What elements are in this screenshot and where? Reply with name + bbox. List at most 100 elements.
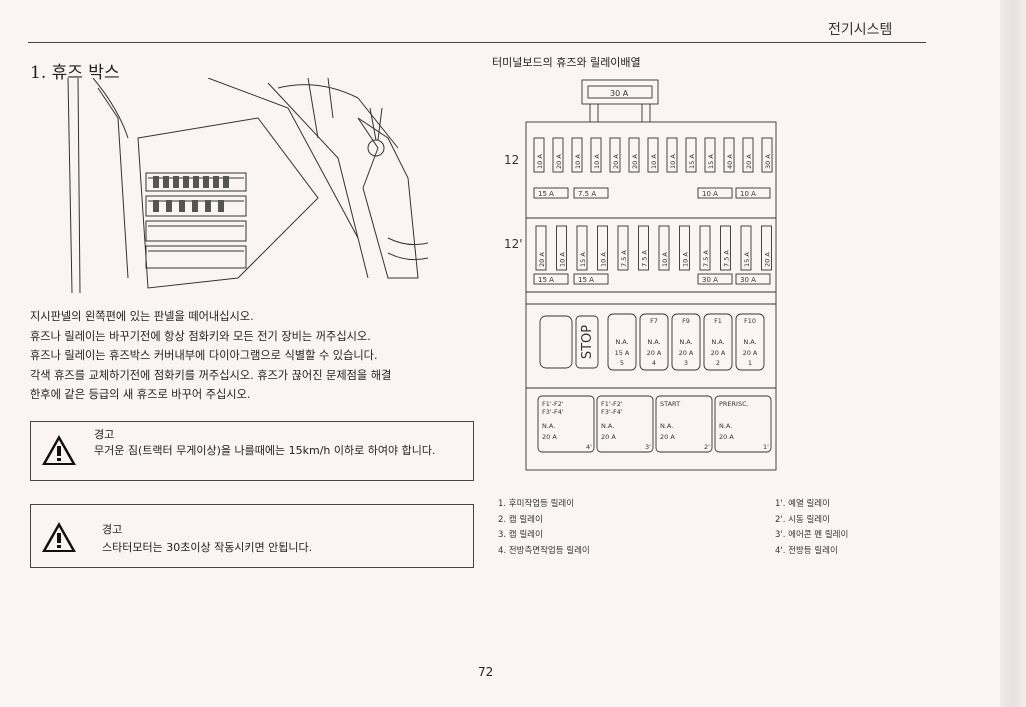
relay-upper-mid: N.A. <box>615 338 628 346</box>
instruction-line: 각색 휴즈를 교체하기전에 점화키를 꺼주십시오. 휴즈가 끊어진 문제점을 해… <box>30 368 392 382</box>
row2-fuse-label: 20 A <box>764 252 772 267</box>
relay-lower-val: 20 A <box>542 433 557 441</box>
relay-upper <box>735 313 765 371</box>
relay-lower-top2: F3'-F4' <box>601 408 623 416</box>
relay-lower-top: F1'-F2' <box>601 400 623 408</box>
relay-lower-top: START <box>660 400 680 408</box>
relay-lower-num: 4' <box>586 443 592 451</box>
relay-upper-num: 4 <box>652 359 656 367</box>
row2-fuse <box>679 225 690 271</box>
relay-lower-top: PRERISC. <box>719 400 749 408</box>
row2-fuse-label: 10 A <box>682 252 690 267</box>
row1-fuse <box>685 137 697 173</box>
row2-fuse <box>597 225 608 271</box>
relay-upper-mid: N.A. <box>679 338 692 346</box>
relay-upper-top: F9 <box>682 317 690 325</box>
page-number: 72 <box>478 665 494 679</box>
relay-upper <box>703 313 733 371</box>
row1-label: 12 <box>504 153 519 167</box>
relay-lower-num: 2' <box>704 443 710 451</box>
relay-upper-num: 1 <box>748 359 752 367</box>
stop-label: STOP <box>580 325 595 359</box>
row2-fuse-label: 20 A <box>538 252 546 267</box>
row2-fuse <box>720 225 731 271</box>
relay-upper-num: 3 <box>684 359 688 367</box>
row2-fuse <box>576 225 588 271</box>
relay-lower-num: 1' <box>763 443 769 451</box>
relay-upper-num: 5 <box>620 359 624 367</box>
row2-fuse <box>699 225 711 271</box>
relay-lower-top: F1'-F2' <box>542 400 564 408</box>
row2-bottom-fuse-label: 15 A <box>538 276 554 284</box>
row1-fuse-label: 10 A <box>669 154 677 169</box>
row2-fuse-label: 10 A <box>661 252 669 267</box>
row1-fuse <box>647 137 659 173</box>
row1-bottom-fuse-label: 10 A <box>702 190 718 198</box>
row2-fuse <box>638 225 649 271</box>
legend-item: 1. 후미작업등 릴레이 <box>498 499 575 509</box>
row2-bottom-fuse <box>533 273 569 285</box>
row1-bottom-fuse <box>533 187 569 199</box>
row1-fuse-label: 40 A <box>726 154 734 169</box>
warning-box-starter: 경고 스타터모터는 30초이상 작동시키면 안됩니다. <box>30 504 474 568</box>
relay-lower-mid: N.A. <box>660 422 673 430</box>
row1-fuse <box>628 137 640 173</box>
relay-upper-mid: N.A. <box>711 338 724 346</box>
row2-bottom-fuse <box>697 273 733 285</box>
relay-lower <box>596 395 654 453</box>
relay-legend-left: 1. 후미작업등 릴레이 2. 캡 릴레이 3. 캡 릴레이 4. 전방측면작업… <box>498 497 590 559</box>
relay-lower-mid: N.A. <box>719 422 732 430</box>
row2-fuse <box>658 225 670 271</box>
relay-upper-mid: N.A. <box>647 338 660 346</box>
section-title: 1. 휴즈 박스 <box>30 63 120 83</box>
row1-bottom-fuse-label: 15 A <box>538 190 554 198</box>
row1-bottom-fuse <box>697 187 733 199</box>
instruction-line: 한후에 같은 등급의 새 휴즈로 바꾸어 주십시오. <box>30 388 251 402</box>
row2-fuse <box>535 225 547 271</box>
chapter-title: 전기시스템 <box>828 22 893 38</box>
instructions: 지시판넬의 왼쪽편에 있는 판넬을 떼어내십시오. 휴즈나 릴레이는 바꾸기전에… <box>30 307 475 405</box>
relay-lower-top2: F3'-F4' <box>542 408 564 416</box>
relay-upper-mid: N.A. <box>743 338 756 346</box>
relay-lower <box>714 395 772 453</box>
row1-fuse <box>723 137 735 173</box>
relay-upper-top: F1 <box>714 317 722 325</box>
row2-fuse-label: 15 A <box>743 252 751 267</box>
row1-fuse-label: 10 A <box>650 154 658 169</box>
row2-fuse <box>617 225 629 271</box>
relay-lower-val: 20 A <box>719 433 734 441</box>
relay-lower <box>655 395 713 453</box>
warning-label: 경고 <box>102 523 123 536</box>
row1-fuse-label: 15 A <box>707 154 715 169</box>
row1-fuse-label: 20 A <box>612 154 620 169</box>
legend-item: 3'. 에어콘 펜 릴레이 <box>775 530 849 540</box>
relay-upper <box>639 313 669 371</box>
relay-upper <box>607 313 637 371</box>
row1-fuse <box>704 137 716 173</box>
row2-bottom-fuse <box>735 273 771 285</box>
warning-triangle-icon <box>42 435 76 465</box>
row2-fuse <box>761 225 772 271</box>
instruction-line: 휴즈나 릴레이는 휴즈박스 커버내부에 다이아그램으로 식별할 수 있습니다. <box>30 349 378 363</box>
row2-fuse-label: 7.5 A <box>641 250 649 267</box>
row1-fuse-label: 20 A <box>555 154 563 169</box>
legend-item: 4. 전방측면작업등 릴레이 <box>498 545 590 556</box>
row2-fuse-label: 7.5 A <box>723 250 731 267</box>
row2-bottom-fuse-label: 15 A <box>578 276 594 284</box>
row1-fuse <box>609 137 621 173</box>
page-edge-shadow <box>1000 0 1026 707</box>
relay-upper-num: 2 <box>716 359 720 367</box>
instruction-line: 지시판넬의 왼쪽편에 있는 판넬을 떼어내십시오. <box>30 310 254 323</box>
relay-upper-val: 20 A <box>647 349 662 357</box>
row1-fuse-label: 15 A <box>688 154 696 169</box>
row1-fuse-label: 10 A <box>574 154 582 169</box>
row1-fuse-label: 20 A <box>745 154 753 169</box>
warning-text: 무거운 짐(트랙터 무게이상)을 나를때에는 15km/h 이하로 하여야 합니… <box>94 444 436 457</box>
relay-upper-top: F10 <box>744 317 756 325</box>
row2-fuse-label: 7.5 A <box>702 250 710 267</box>
header-rule <box>28 42 926 43</box>
row2-fuse-label: 7.5 A <box>620 250 628 267</box>
fuse-box-illustration <box>67 78 428 294</box>
row1-fuse-label: 10 A <box>593 154 601 169</box>
row2-bottom-fuse-label: 30 A <box>740 276 756 284</box>
